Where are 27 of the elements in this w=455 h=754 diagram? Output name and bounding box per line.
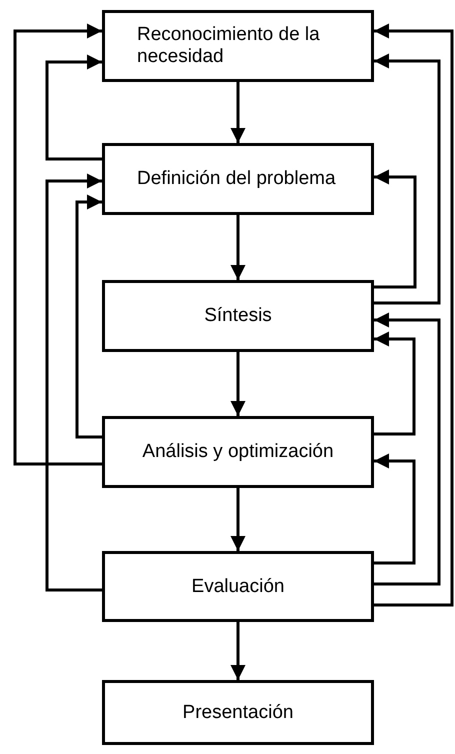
box-label: Evaluación (192, 576, 284, 598)
connector-arrow (230, 622, 246, 680)
connector-arrow (230, 352, 246, 416)
process-box (102, 10, 374, 82)
connector-arrow (374, 24, 454, 606)
process-box (102, 416, 374, 488)
connector-arrow (374, 332, 416, 436)
connector-arrow (374, 454, 416, 564)
connector-arrow (374, 312, 440, 586)
box-label: Análisis y optimización (142, 441, 334, 463)
connector-arrow (14, 24, 102, 466)
connector-arrow (230, 215, 246, 280)
process-box (102, 280, 374, 352)
box-label: Presentación (182, 702, 294, 724)
box-label: Reconocimiento de la necesidad (136, 24, 321, 68)
process-box (102, 680, 374, 745)
process-box (102, 551, 374, 622)
process-box (102, 143, 374, 215)
connector-arrow (46, 54, 102, 160)
connector-arrow (374, 54, 440, 304)
connector-arrow (76, 194, 102, 438)
connector-arrow (230, 488, 246, 551)
connector-arrow (46, 174, 102, 592)
connector-arrow (230, 82, 246, 143)
connector-arrow (374, 170, 416, 288)
box-label: Síntesis (204, 305, 272, 327)
box-label: Definición del problema (136, 168, 336, 190)
